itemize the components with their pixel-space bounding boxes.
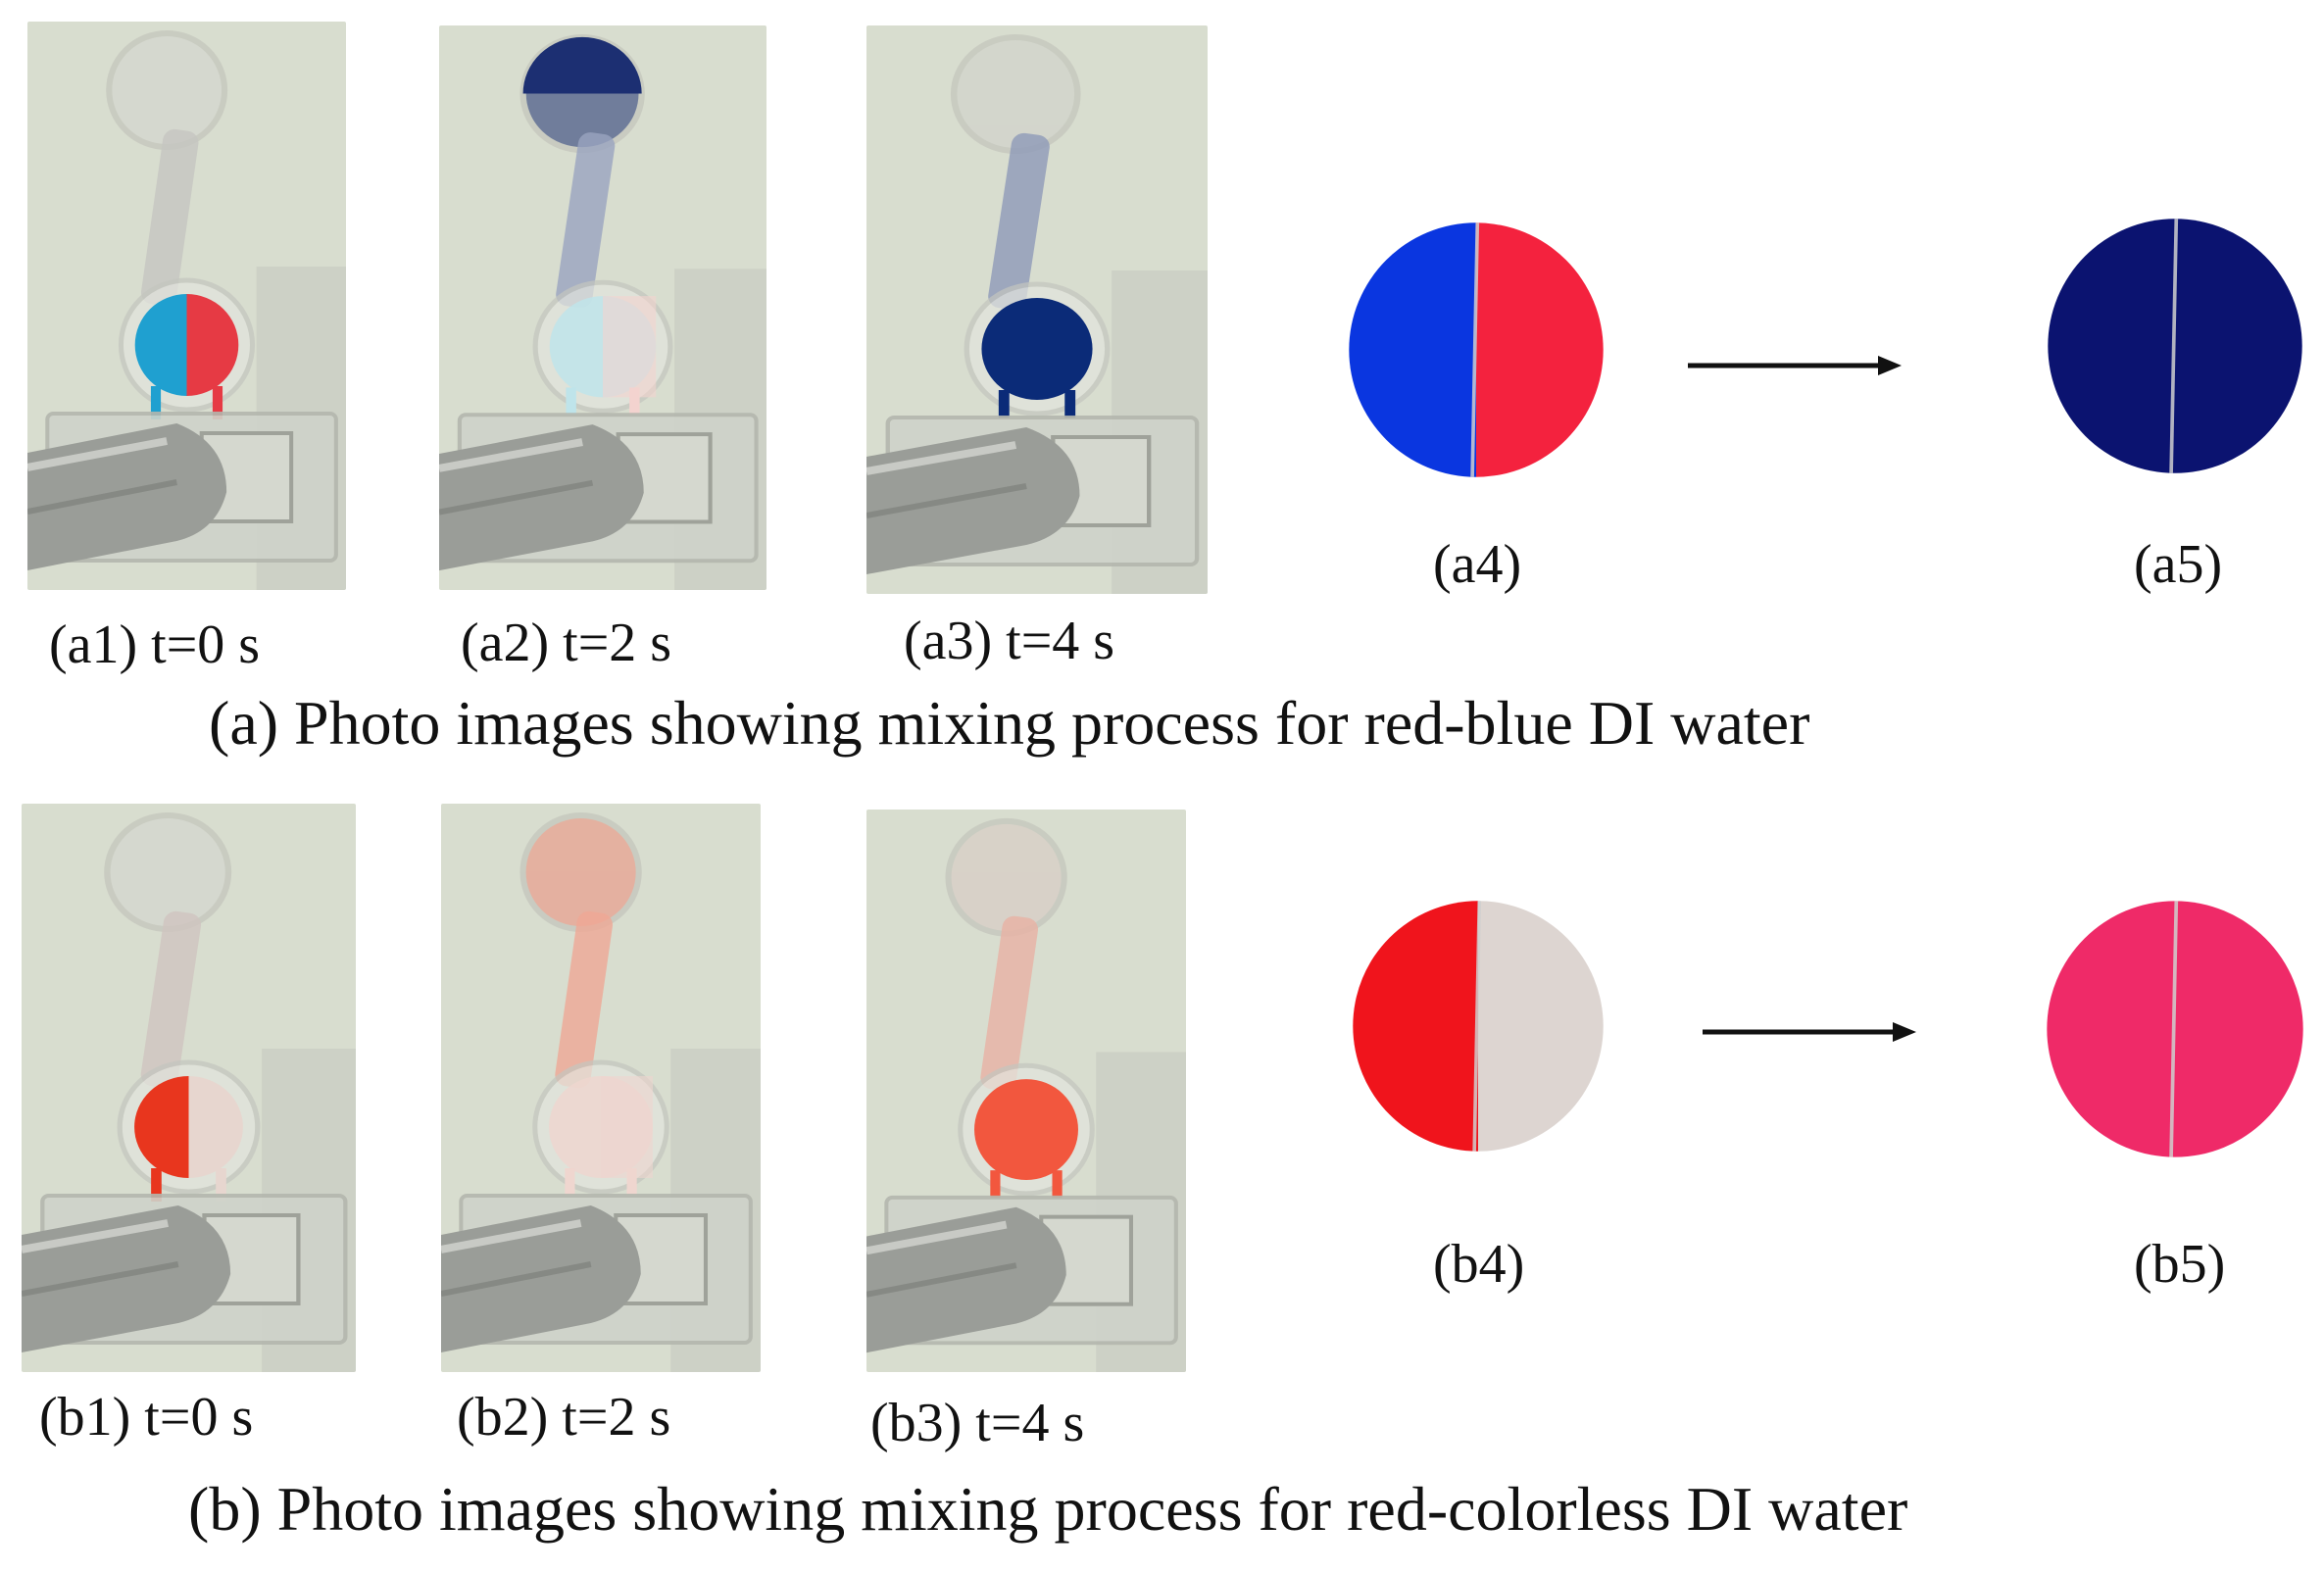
photo-a2 <box>439 25 766 590</box>
label-a4: (a4) <box>1433 534 1522 595</box>
arrow-b <box>1703 1022 1916 1042</box>
label-a3: (a3) t=4 s <box>904 611 1115 671</box>
disc-a5 <box>2046 218 2304 474</box>
disc-b5 <box>2046 900 2304 1158</box>
caption-b: (b) Photo images showing mixing process … <box>188 1474 1908 1544</box>
photo-a3 <box>866 25 1208 594</box>
label-b4: (b4) <box>1433 1234 1525 1295</box>
label-b5: (b5) <box>2134 1234 2226 1295</box>
photo-b1 <box>22 804 356 1372</box>
disc-a4 <box>1347 221 1606 478</box>
label-a1: (a1) t=0 s <box>49 614 261 675</box>
photo-b2 <box>441 804 761 1372</box>
photo-b3 <box>866 810 1186 1372</box>
label-b3: (b3) t=4 s <box>870 1393 1085 1453</box>
label-a2: (a2) t=2 s <box>461 613 672 673</box>
disc-b4 <box>1352 900 1605 1153</box>
label-b2: (b2) t=2 s <box>457 1387 671 1448</box>
label-a5: (a5) <box>2134 534 2223 595</box>
photo-a1 <box>27 22 346 590</box>
caption-a: (a) Photo images showing mixing process … <box>209 688 1810 758</box>
arrow-a <box>1688 356 1902 375</box>
label-b1: (b1) t=0 s <box>39 1387 254 1448</box>
